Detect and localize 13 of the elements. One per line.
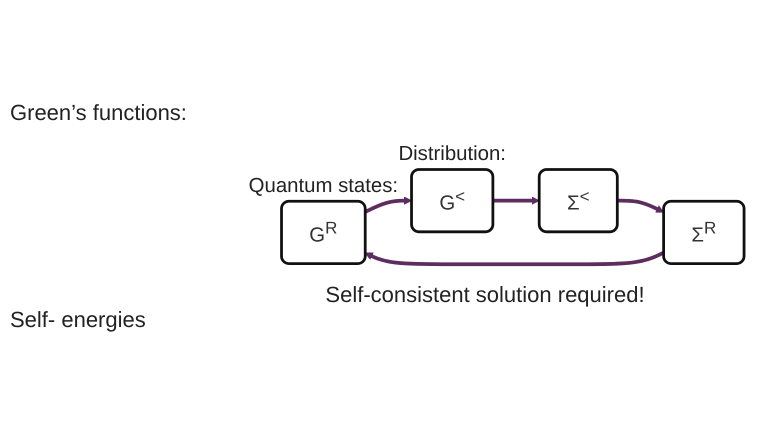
arrow [364, 196, 412, 214]
arrow [492, 196, 540, 205]
node-box: Σ$^{<}$ [538, 168, 619, 234]
node-caption: Distribution: [398, 143, 506, 166]
note-text: Green’s functions: [10, 100, 188, 126]
node-box: Σ$^{R}$ [662, 200, 746, 266]
node-box: G$^{<}$ [410, 168, 494, 234]
node-caption: Quantum states: [248, 175, 398, 198]
arrow [617, 198, 664, 213]
note-text: Self-consistent solution required! [325, 282, 645, 308]
note-text: Self- energies [10, 306, 147, 333]
node-box: G$^{R}$ [280, 200, 367, 266]
arrow [364, 251, 664, 266]
